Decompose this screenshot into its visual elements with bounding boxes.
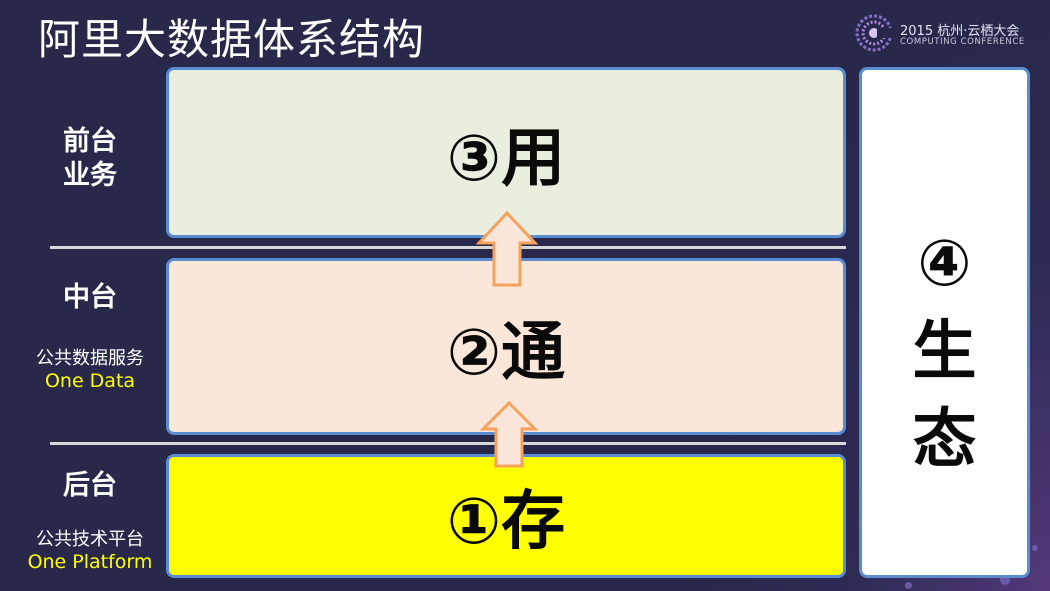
front-label-line1: 前台: [63, 126, 117, 157]
back-layer-sub-en: One Platform: [27, 551, 153, 573]
cun-text: ①存: [446, 485, 566, 559]
decorative-dot: [1032, 545, 1038, 551]
tong-box: ②通: [166, 258, 846, 435]
ecosystem-char-2: 态: [912, 403, 977, 477]
divider-top: [50, 246, 846, 249]
front-layer-label: 前台 业务: [55, 125, 125, 193]
yunqi-logo-icon: [855, 14, 893, 52]
logo-subtitle: COMPUTING CONFERENCE: [900, 37, 1025, 47]
decorative-dot: [1000, 575, 1010, 585]
middle-layer-label: 中台: [63, 282, 117, 313]
ecosystem-box: ④ 生 态: [859, 67, 1030, 578]
back-layer-sub: 公共技术平台: [36, 529, 144, 550]
ecosystem-number: ④: [917, 227, 972, 301]
divider-bottom: [50, 442, 846, 445]
conference-logo: 2015 杭州·云栖大会 COMPUTING CONFERENCE: [855, 14, 1035, 54]
ecosystem-text: ④ 生 态: [862, 220, 1027, 484]
up-arrow-icon: [476, 210, 538, 287]
cun-box: ①存: [166, 454, 846, 578]
page-title: 阿里大数据体系结构: [38, 15, 426, 64]
front-label-line2: 业务: [63, 160, 117, 191]
up-arrow-icon: [480, 400, 538, 468]
logo-title: 2015 杭州·云栖大会: [900, 24, 1020, 39]
use-box: ③用: [166, 67, 846, 238]
middle-layer-sub: 公共数据服务: [36, 348, 144, 369]
use-text: ③用: [446, 121, 566, 196]
back-layer-label: 后台: [63, 470, 117, 501]
tong-text: ②通: [446, 315, 566, 390]
ecosystem-char-1: 生: [912, 315, 977, 389]
decorative-dot: [905, 582, 912, 589]
middle-layer-sub-en: One Data: [44, 370, 136, 392]
